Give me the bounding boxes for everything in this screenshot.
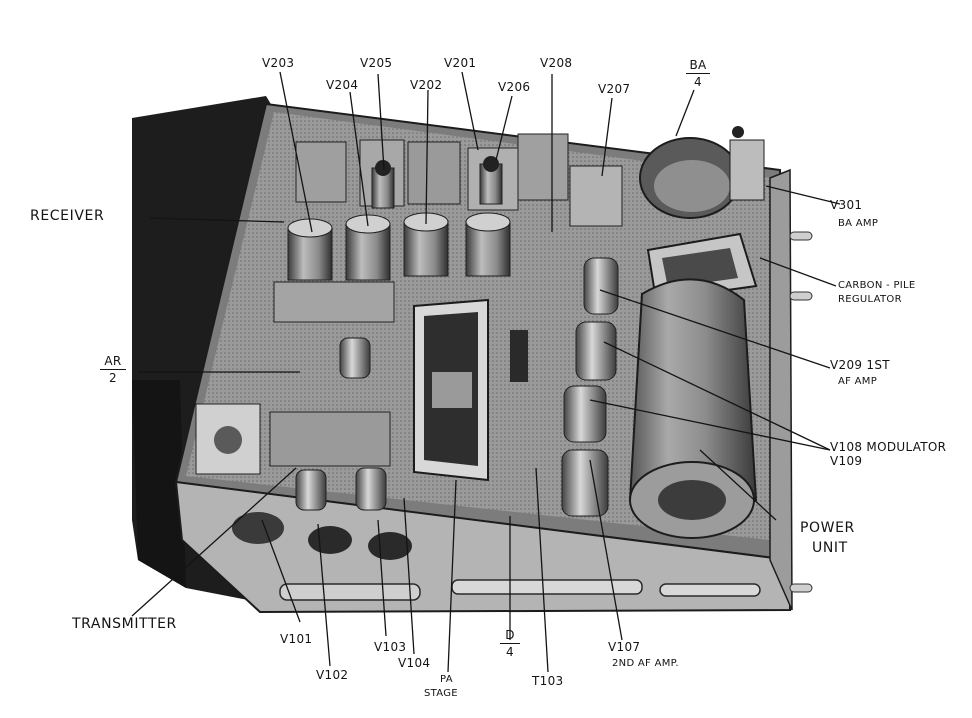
rail-bolt-3 (789, 583, 813, 593)
label-v107: V107 (608, 640, 641, 654)
label-ar-bottom: 2 (109, 371, 117, 385)
receiver-tube-shields (287, 156, 511, 281)
label-v109: V109 (830, 454, 863, 468)
label-v202: V202 (410, 78, 443, 92)
label-v101: V101 (280, 632, 313, 646)
label-v206: V206 (498, 80, 531, 94)
front-socket-2 (368, 532, 412, 560)
transmitter-components (195, 281, 395, 511)
label-power: POWER (800, 520, 855, 536)
label-ba-fraction: BA 4 (686, 58, 710, 89)
rail-bolt-2 (789, 291, 813, 301)
label-d-bottom: 4 (506, 645, 514, 659)
label-v207: V207 (598, 82, 631, 96)
cabinet-front-lower (132, 380, 186, 588)
label-ar-fraction: AR 2 (100, 354, 126, 385)
label-stage: STAGE (424, 688, 458, 699)
pa-stage-box (413, 298, 489, 482)
label-t103: T103 (532, 674, 564, 688)
label-v102: V102 (316, 668, 349, 682)
right-rail (769, 168, 793, 611)
label-pa: PA (440, 674, 453, 685)
label-unit: UNIT (812, 540, 848, 556)
label-v209: V209 1ST (830, 358, 890, 372)
label-receiver: RECEIVER (30, 208, 105, 224)
leader-lines (131, 71, 841, 673)
rail-bolt-1 (789, 231, 813, 241)
label-v301: V301 (830, 198, 863, 212)
label-v204: V204 (326, 78, 359, 92)
label-ba-amp: BA AMP (838, 218, 879, 229)
label-v201: V201 (444, 56, 477, 70)
label-2nd-af-amp: 2ND AF AMP. (612, 658, 679, 669)
label-v203: V203 (262, 56, 295, 70)
label-d-fraction: D 4 (500, 628, 520, 659)
label-af-amp: AF AMP (838, 376, 878, 387)
label-regulator: REGULATOR (838, 294, 902, 305)
label-transmitter: TRANSMITTER (72, 616, 177, 632)
label-v205: V205 (360, 56, 393, 70)
label-v103: V103 (374, 640, 407, 654)
front-socket-1 (308, 526, 352, 554)
label-ba-top: BA (689, 58, 707, 72)
label-ba-bottom: 4 (694, 75, 702, 89)
ba-unit (639, 126, 765, 219)
label-v108-modulator: V108 MODULATOR (830, 440, 947, 454)
label-v208: V208 (540, 56, 573, 70)
rail-slot-3 (279, 583, 421, 601)
label-v104: V104 (398, 656, 431, 670)
label-d-top: D (505, 628, 515, 642)
rail-slot-2 (659, 583, 761, 597)
label-ar-top: AR (104, 354, 122, 368)
power-unit-cylinder (628, 278, 758, 539)
label-carbon-pile: CARBON - PILE (838, 280, 916, 291)
front-socket-3 (232, 512, 284, 544)
